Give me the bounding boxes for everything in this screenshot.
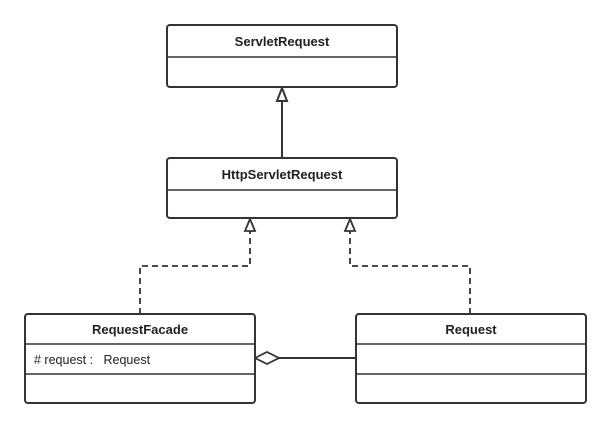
class-name-request-facade: RequestFacade (92, 322, 188, 337)
class-name-servlet-request: ServletRequest (235, 34, 330, 49)
aggregation-connector (252, 350, 356, 366)
realization-connector-facade (139, 216, 257, 314)
class-servlet-request[interactable]: ServletRequest (166, 24, 398, 88)
aggregation-diamond (252, 350, 282, 366)
class-http-servlet-request[interactable]: HttpServletRequest (166, 157, 398, 219)
class-name-request: Request (445, 322, 497, 337)
class-request[interactable]: Request (355, 313, 587, 404)
attribute-request: # request : Request (34, 353, 151, 367)
generalization-connector (275, 85, 289, 158)
realization-connector-request (343, 216, 471, 314)
class-request-facade[interactable]: RequestFacade # request : Request (24, 313, 256, 404)
class-name-http-servlet-request: HttpServletRequest (222, 167, 343, 182)
